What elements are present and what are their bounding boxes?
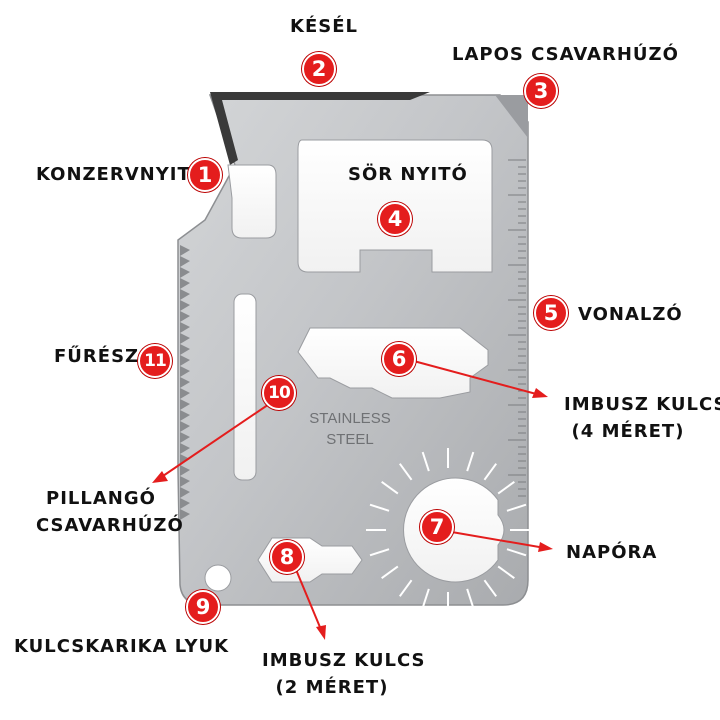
label-pillango-line1: PILLANGÓ: [46, 488, 156, 509]
ruler-ticks: [508, 159, 526, 497]
saw-tooth: [180, 333, 190, 344]
arrowhead-10: [152, 471, 168, 483]
stamp-steel: STEEL: [326, 431, 374, 448]
arrow-10: [159, 397, 279, 479]
label-napora: NAPÓRA: [566, 542, 658, 563]
badge-6: 6: [382, 342, 416, 376]
label-kesel: KÉSÉL: [290, 16, 358, 37]
flat-screwdriver-edge: [495, 95, 528, 138]
sundial-ray: [369, 548, 390, 557]
sundial-ray: [466, 588, 475, 609]
sundial-ray: [506, 503, 527, 512]
badge-5: 5: [534, 296, 568, 330]
label-imbusz-kulcs-4-line1: IMBUSZ KULCS: [564, 394, 720, 415]
arrowhead-7: [538, 542, 553, 552]
sundial-ray: [381, 480, 399, 495]
sundial-ray: [497, 480, 515, 495]
saw-tooth: [180, 344, 190, 355]
sundial-ray: [398, 579, 413, 597]
knife-edge: [210, 92, 430, 165]
saw-tooth: [180, 256, 190, 267]
saw-tooth: [180, 289, 190, 300]
label-vonalzo: VONALZÓ: [578, 304, 683, 325]
label-pillango-line2: CSAVARHÚZÓ: [36, 515, 184, 536]
saw-tooth: [180, 498, 190, 509]
saw-tooth: [180, 267, 190, 278]
saw-tooth: [180, 377, 190, 388]
sundial-ray: [506, 548, 527, 557]
label-fureszt: FŰRÉSZ: [54, 346, 140, 367]
label-kulcskarika-lyuk: KULCSKARIKA LYUK: [14, 636, 230, 657]
saw-tooth: [180, 388, 190, 399]
sundial-ray: [421, 451, 430, 472]
arrowhead-8: [316, 625, 326, 640]
sundial-ray: [497, 565, 515, 580]
saw-tooth: [180, 432, 190, 443]
keyring-hole: [204, 564, 232, 592]
saw-tooth: [180, 476, 190, 487]
saw-tooth: [180, 300, 190, 311]
sundial-ray: [483, 579, 498, 597]
saw-tooth: [180, 245, 190, 256]
arrow-7: [439, 529, 546, 549]
badge-10: 10: [262, 376, 296, 410]
saw-tooth: [180, 366, 190, 377]
saw-tooth: [180, 421, 190, 432]
label-imbusz-kulcs-4-line2: (4 MÉRET): [571, 421, 685, 442]
badge-3: 3: [524, 74, 558, 108]
badge-2: 2: [302, 52, 336, 86]
saw-tooth: [180, 487, 190, 498]
label-pillango-csavarhuzo: PILLANGÓ CSAVARHÚZÓ: [36, 488, 184, 536]
label-konzervnyito: KONZERVNYITÓ: [36, 164, 208, 185]
badge-1: 1: [188, 158, 222, 192]
saw-tooth: [180, 355, 190, 366]
badge-11: 11: [138, 344, 172, 378]
sundial-ray: [421, 588, 430, 609]
saw-tooth: [180, 443, 190, 454]
sundial-ray: [483, 463, 498, 481]
badge-9: 9: [186, 590, 220, 624]
label-imbusz-kulcs-2-line1: IMBUSZ KULCS: [262, 650, 426, 671]
arrowhead-6: [532, 388, 548, 398]
saw-tooth: [180, 322, 190, 333]
can-opener-notch: [227, 164, 277, 239]
label-sor-nyito: SÖR NYITÓ: [348, 164, 468, 185]
arrow-6: [409, 359, 541, 396]
stamp-stainless: STAINLESS: [309, 410, 390, 427]
sundial-ray: [398, 463, 413, 481]
sundial-ray: [381, 565, 399, 580]
saw-tooth: [180, 509, 190, 520]
saw-tooth: [180, 278, 190, 289]
badge-7: 7: [420, 510, 454, 544]
arrow-8: [291, 559, 323, 633]
label-lapos-csavarhuzo: LAPOS CSAVARHÚZÓ: [452, 44, 679, 65]
badge-4: 4: [378, 202, 412, 236]
sundial-hole: [403, 477, 505, 583]
badge-8: 8: [270, 540, 304, 574]
butterfly-slot: [233, 293, 257, 481]
label-imbusz-kulcs-2: IMBUSZ KULCS (2 MÉRET): [262, 650, 426, 698]
saw-tooth: [180, 399, 190, 410]
sundial-ray: [466, 451, 475, 472]
sundial-ray: [369, 503, 390, 512]
saw-tooth: [180, 465, 190, 476]
label-imbusz-kulcs-4: IMBUSZ KULCS (4 MÉRET): [564, 394, 720, 442]
saw-tooth: [180, 410, 190, 421]
sundial-rays: [366, 448, 530, 612]
saw-teeth: [180, 245, 190, 520]
saw-tooth: [180, 311, 190, 322]
label-imbusz-kulcs-2-line2: (2 MÉRET): [275, 677, 389, 698]
